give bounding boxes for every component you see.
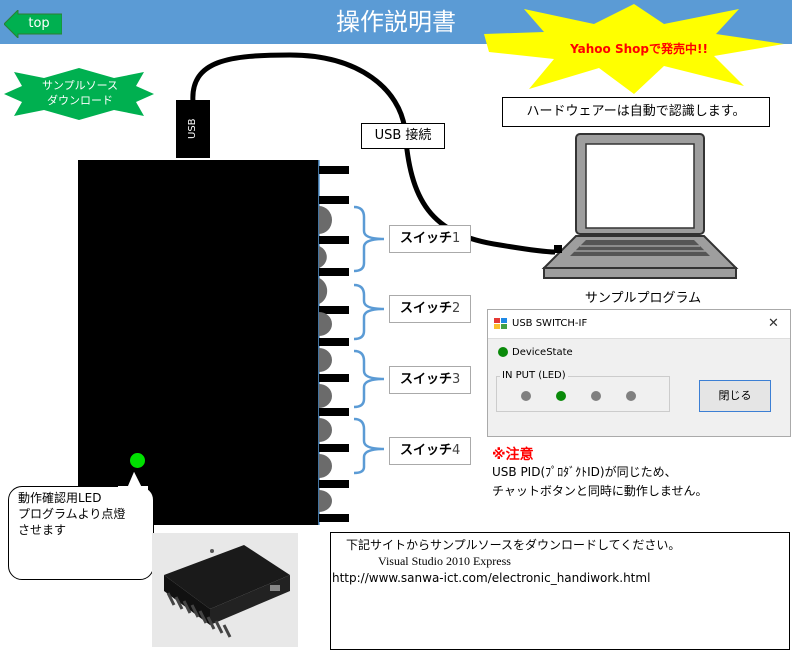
usb-connector-label: USB — [187, 118, 198, 140]
left-arrow-icon — [4, 10, 62, 38]
bubble-tail-join — [118, 486, 148, 490]
laptop-icon — [541, 133, 739, 279]
yahoo-shop-label[interactable]: Yahoo Shopで発売中!! — [570, 42, 708, 56]
switch-brackets — [353, 205, 385, 475]
app-icon — [494, 318, 507, 329]
window-titlebar: USB SWITCH-IF ✕ — [488, 310, 790, 339]
download-info-box — [330, 532, 790, 650]
window-title: USB SWITCH-IF — [512, 318, 588, 329]
caution-title: ※注意 — [492, 447, 534, 463]
page-title: 操作説明書 — [336, 8, 456, 36]
input-led-group — [496, 376, 670, 412]
close-button[interactable]: 閉じる — [699, 380, 771, 412]
device-state-led — [498, 347, 508, 357]
led-callout — [8, 486, 154, 580]
input-led-1 — [521, 391, 531, 401]
input-led-2 — [556, 391, 566, 401]
led-callout-text: 動作確認用LED プログラムより点燈 させます — [18, 490, 150, 538]
sample-download-star[interactable] — [4, 68, 154, 120]
product-photo — [152, 533, 298, 647]
usb-connector — [176, 100, 210, 158]
pc-caption: サンプルプログラム — [584, 291, 702, 306]
download-url-link[interactable]: http://www.sanwa-ict.com/electronic_hand… — [332, 571, 651, 585]
led-callout-line-2: プログラムより点燈 — [18, 507, 126, 521]
visual-studio-version: Visual Studio 2010 Express — [378, 554, 511, 568]
usb-switch-device — [78, 160, 302, 525]
top-button-label[interactable]: top — [28, 16, 50, 31]
device-state-label: DeviceState — [512, 347, 573, 358]
sample-download-label-1[interactable]: サンプルソース — [41, 79, 119, 92]
device-pins — [302, 160, 349, 525]
sample-download-label-2[interactable]: ダウンロード — [47, 94, 113, 107]
status-led — [130, 453, 145, 468]
switch-3-label: スイッチ3 — [389, 366, 471, 394]
hardware-note: ハードウェアーは自動で認識します。 — [502, 97, 770, 127]
caution-line-2: チャットボタンと同時に動作しません。 — [492, 484, 708, 498]
switch-2-label: スイッチ2 — [389, 295, 471, 323]
download-instruction: 下記サイトからサンプルソースをダウンロードしてください。 — [346, 538, 681, 552]
input-led-3 — [591, 391, 601, 401]
led-callout-line-3: させます — [18, 523, 67, 537]
switch-4-label: スイッチ4 — [389, 437, 471, 465]
input-led-group-label: IN PUT (LED) — [500, 370, 568, 381]
switch-1-label: スイッチ1 — [389, 225, 471, 253]
sample-app-window: USB SWITCH-IF ✕ DeviceState IN PUT (LED)… — [487, 309, 791, 437]
yahoo-shop-star[interactable] — [484, 4, 784, 94]
caution-line-1: USB PID(ﾌﾟﾛﾀﾞｸﾄID)が同じため、 — [492, 465, 677, 479]
led-callout-line-1: 動作確認用LED — [18, 491, 102, 505]
product-photo-image — [152, 533, 298, 647]
input-led-4 — [626, 391, 636, 401]
top-button[interactable] — [4, 10, 62, 38]
usb-connection-label: USB 接続 — [361, 123, 445, 149]
window-close-icon[interactable]: ✕ — [768, 316, 779, 331]
